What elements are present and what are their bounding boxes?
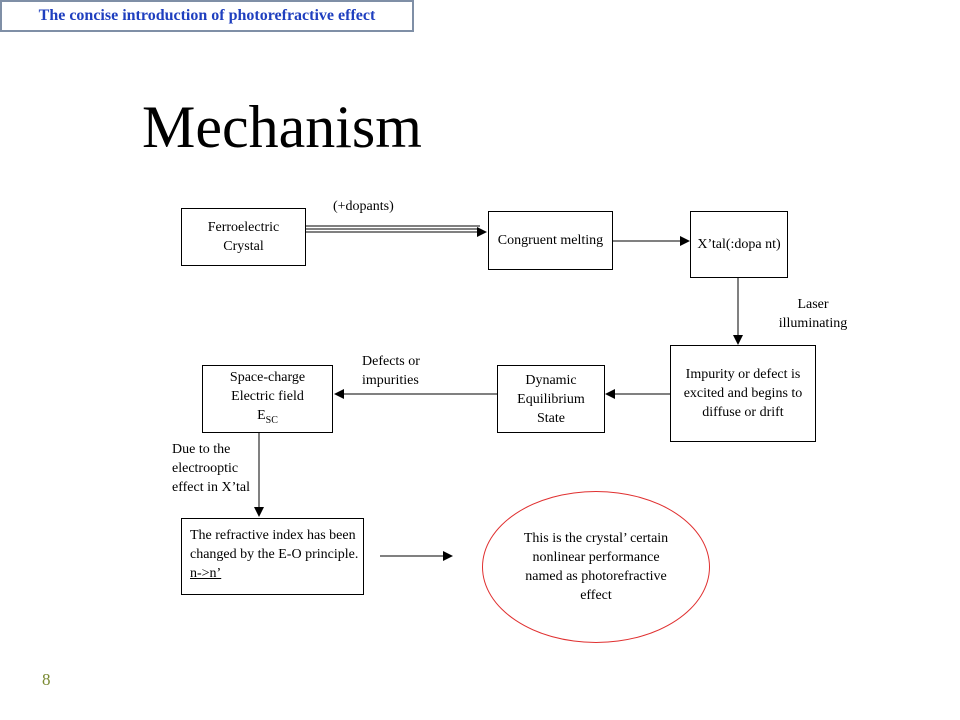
- refractive-change: n->n’: [190, 566, 222, 581]
- node-xtal-dopant: X’tal(:dopa nt): [690, 211, 788, 278]
- refractive-text: The refractive index has been changed by…: [190, 528, 359, 562]
- node-impurity-excited: Impurity or defect is excited and begins…: [670, 345, 816, 442]
- result-ellipse: This is the crystal’ certain nonlinear p…: [482, 491, 710, 643]
- node-refractive-index: The refractive index has been changed by…: [181, 518, 364, 595]
- node-congruent-melting: Congruent melting: [488, 211, 613, 270]
- arrow-ferroelectric-to-congruent: [306, 225, 487, 237]
- space-charge-line1: Space-charge: [229, 370, 306, 386]
- field-symbol: E: [257, 408, 266, 424]
- label-defects-impurities: Defects or impurities: [362, 354, 420, 388]
- page-number: 8: [42, 670, 51, 689]
- field-subscript: SC: [265, 414, 278, 426]
- page-title: Mechanism: [142, 94, 422, 160]
- space-charge-line2: Electric field: [231, 389, 304, 405]
- header-banner: The concise introduction of photorefract…: [0, 0, 414, 32]
- label-dopants: (+dopants): [333, 199, 394, 214]
- label-laser-illuminating: Laser illuminating: [778, 297, 848, 331]
- node-space-charge-field: Space-charge Electric field ESC: [202, 365, 333, 433]
- label-electrooptic: Due to the electrooptic effect in X’tal: [172, 442, 251, 495]
- node-dynamic-equilibrium: Dynamic Equilibrium State: [497, 365, 605, 433]
- space-charge-symbol: ESC: [257, 406, 278, 430]
- node-ferroelectric-crystal: Ferroelectric Crystal: [181, 208, 306, 266]
